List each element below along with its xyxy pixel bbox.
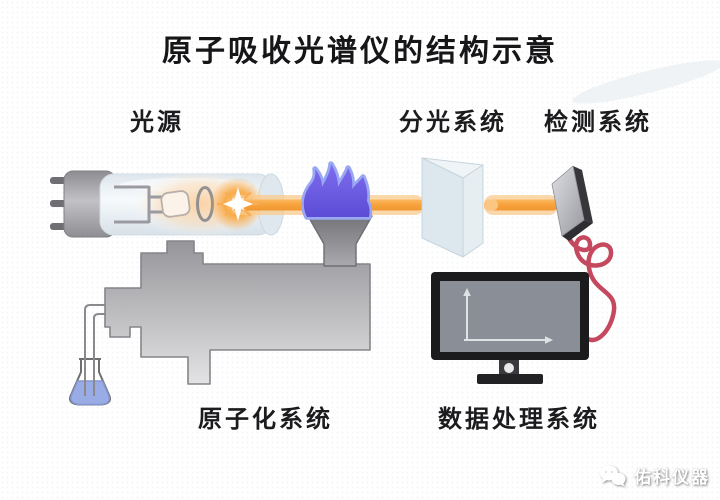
signal-cable <box>564 231 617 343</box>
hollow-cathode-lamp <box>50 170 285 238</box>
lamp-cathode-cup <box>160 190 191 218</box>
watermark: 佑科仪器 <box>599 463 710 488</box>
prism-icon <box>421 157 484 258</box>
light-beam-right <box>484 195 558 215</box>
label-dispersion-system: 分光系统 <box>399 108 507 136</box>
chart-axes-icon <box>463 288 553 344</box>
watermark-brand: 佑科仪器 <box>634 468 710 488</box>
light-starburst-icon <box>216 187 260 221</box>
wechat-icon <box>600 465 626 486</box>
sample-intake <box>68 304 112 406</box>
monitor-screen <box>440 281 580 352</box>
atomizer-body <box>104 240 371 385</box>
sample-capillary-tube <box>84 304 112 396</box>
burner-head <box>307 215 373 267</box>
label-atomization-system: 原子化系统 <box>198 405 333 433</box>
monitor-base <box>477 374 543 384</box>
detector-panel <box>551 165 593 241</box>
page-title: 原子吸收光谱仪的结构示意 <box>162 34 558 69</box>
label-data-processing-system: 数据处理系统 <box>438 405 600 433</box>
monitor-stand-dot <box>504 363 514 373</box>
flask-liquid <box>70 380 111 406</box>
monitor <box>431 272 589 384</box>
flame-icon <box>301 161 373 220</box>
lamp-pins <box>50 177 67 230</box>
label-light-source: 光源 <box>130 108 184 136</box>
label-detection-system: 检测系统 <box>544 108 652 136</box>
background-swoosh <box>572 60 720 104</box>
